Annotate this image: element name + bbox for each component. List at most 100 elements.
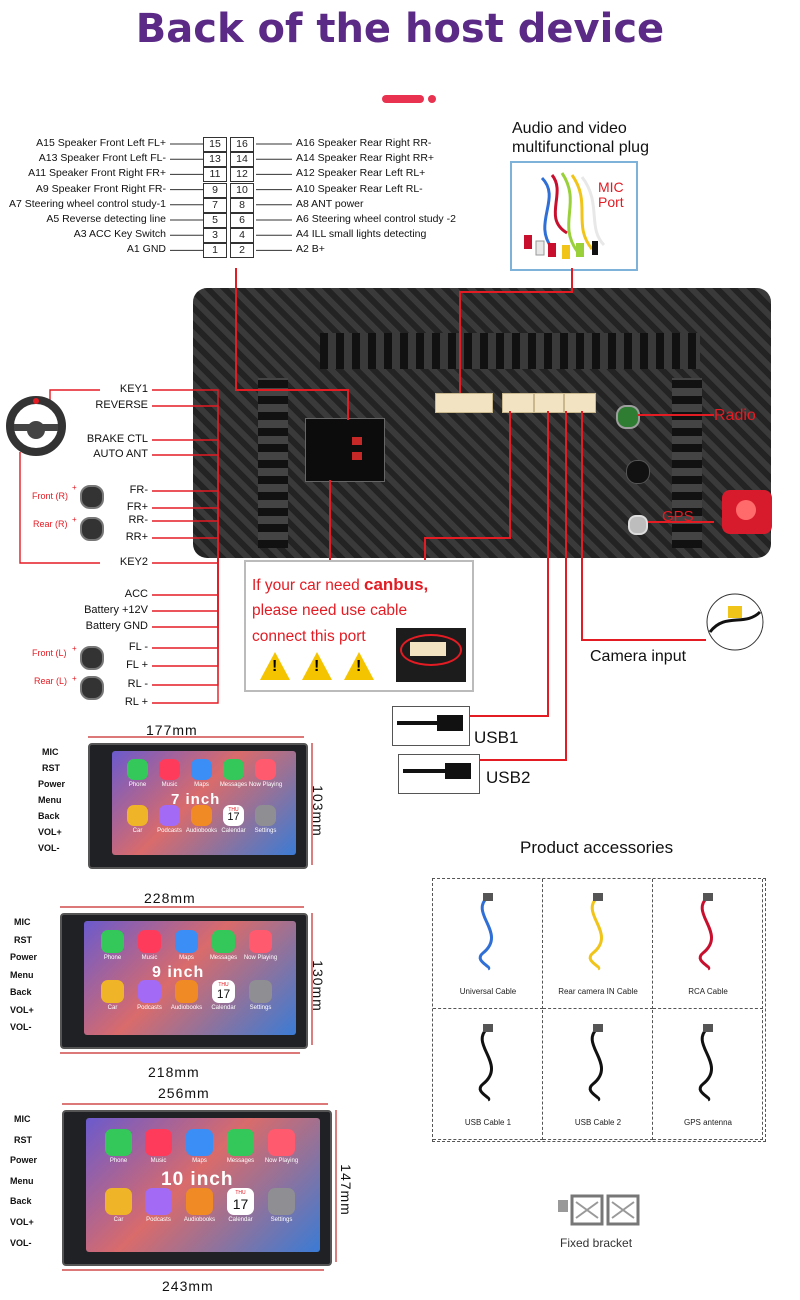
vent-right (672, 378, 702, 548)
usb1-cable-icon (392, 706, 470, 746)
calendar-day: THU (235, 1190, 246, 1196)
app-icon[interactable] (105, 1129, 132, 1156)
app-icon[interactable] (212, 980, 235, 1003)
app-icon[interactable] (268, 1129, 295, 1156)
calendar-date: 17 (232, 1196, 249, 1212)
av-plug-title-2: multifunctional plug (512, 139, 649, 156)
app-icon[interactable] (227, 1188, 254, 1215)
side-button-label: Power (10, 1155, 38, 1166)
side-button-label: RST (14, 934, 32, 945)
app-icon[interactable] (105, 1188, 132, 1215)
app-icon[interactable] (145, 1129, 172, 1156)
gps-label: GPS (662, 508, 694, 525)
width-top-dimension: 177mm (146, 722, 198, 738)
accessory-cable-icon (463, 893, 513, 971)
app-icon[interactable] (159, 759, 180, 780)
app-label: Podcasts (146, 1217, 171, 1223)
wire-label: KEY1 (119, 383, 148, 395)
accessory-label: GPS antenna (683, 1118, 733, 1127)
av-connector (435, 393, 493, 413)
app-icon[interactable] (127, 805, 148, 826)
app-label: Now Playing (243, 955, 278, 961)
calendar-day: THU (218, 982, 229, 988)
app-icon[interactable] (101, 980, 124, 1003)
gps-port (628, 515, 648, 535)
pin-box: 8 (230, 197, 254, 213)
fixed-bracket-label: Fixed bracket (560, 1236, 633, 1250)
app-icon[interactable] (249, 980, 272, 1003)
app-label: Messages (209, 955, 238, 961)
app-icon[interactable] (191, 759, 212, 780)
app-icon[interactable] (159, 805, 180, 826)
pin-box: 7 (203, 197, 227, 213)
app-icon[interactable] (175, 980, 198, 1003)
app-icon[interactable] (127, 759, 148, 780)
wire-label: ACC (124, 588, 148, 600)
wire-label: BRAKE CTL (86, 433, 148, 445)
app-icon[interactable] (223, 759, 244, 780)
usb2-cable-icon (398, 754, 480, 794)
app-icon[interactable] (268, 1188, 295, 1215)
calendar-day: THU (228, 807, 239, 813)
speaker-icon (80, 517, 104, 541)
gps-antenna-icon (722, 490, 772, 534)
app-icon[interactable] (191, 805, 212, 826)
app-label: Music (141, 955, 158, 961)
pin-label-right: A6 Steering wheel control study -2 (296, 213, 456, 225)
app-icon[interactable] (175, 930, 198, 953)
wire-label: RR- (128, 514, 148, 526)
accessory-label: RCA Cable (688, 987, 728, 996)
app-icon[interactable] (249, 930, 272, 953)
app-label: Settings (270, 1217, 293, 1223)
app-icon[interactable] (212, 930, 235, 953)
key-wire-line (19, 452, 100, 564)
mic-port-label-1: MIC (598, 179, 624, 195)
app-icon[interactable] (227, 1129, 254, 1156)
app-icon[interactable] (138, 980, 161, 1003)
accessory-cell: Universal Cable (433, 879, 543, 1009)
app-icon[interactable] (223, 805, 244, 826)
side-button-label: VOL- (10, 1022, 32, 1033)
warning-icon: ! (260, 652, 290, 680)
canbus-note: If your car need canbus, please need use… (244, 560, 474, 692)
app-icon[interactable] (145, 1188, 172, 1215)
speaker-plus: + (72, 644, 77, 653)
mic-port-label-2: Port (598, 194, 624, 210)
pin-label-right: A10 Speaker Rear Left RL- (296, 182, 423, 195)
accessory-cell: USB Cable 2 (543, 1010, 653, 1140)
pin-label-right: A16 Speaker Rear Right RR- (296, 137, 432, 149)
round-hole (626, 460, 650, 484)
wire-label: AUTO ANT (93, 448, 148, 460)
side-button-label: Back (38, 811, 60, 822)
app-label: Podcasts (137, 1005, 162, 1011)
calendar-date: 17 (216, 987, 231, 1001)
side-button-label: Menu (38, 795, 62, 806)
usb2-label: USB2 (486, 768, 531, 787)
pin-box: 1 (203, 243, 227, 259)
app-icon[interactable] (186, 1188, 213, 1215)
app-icon[interactable] (186, 1129, 213, 1156)
app-icon[interactable] (255, 805, 276, 826)
av-plug-title-1: Audio and video (512, 120, 627, 137)
connector-red-2 (352, 452, 362, 460)
pin-label-left: A15 Speaker Front Left FL+ (36, 137, 166, 149)
side-button-label: Back (10, 1196, 32, 1207)
width-bottom-dimension: 218mm (148, 1064, 200, 1080)
app-label: Car (132, 828, 143, 834)
screen-size-label: 7 inch (171, 791, 221, 808)
side-button-label: Power (38, 779, 66, 790)
side-button-label: Power (10, 952, 38, 963)
pin-box: 10 (230, 182, 254, 198)
wire-label: Battery GND (85, 620, 148, 632)
app-icon[interactable] (101, 930, 124, 953)
vent-left (258, 378, 288, 548)
pin-box: 11 (203, 167, 227, 183)
app-label: Music (150, 1158, 167, 1164)
main-connector-block (305, 418, 385, 482)
app-icon[interactable] (255, 759, 276, 780)
app-icon[interactable] (138, 930, 161, 953)
